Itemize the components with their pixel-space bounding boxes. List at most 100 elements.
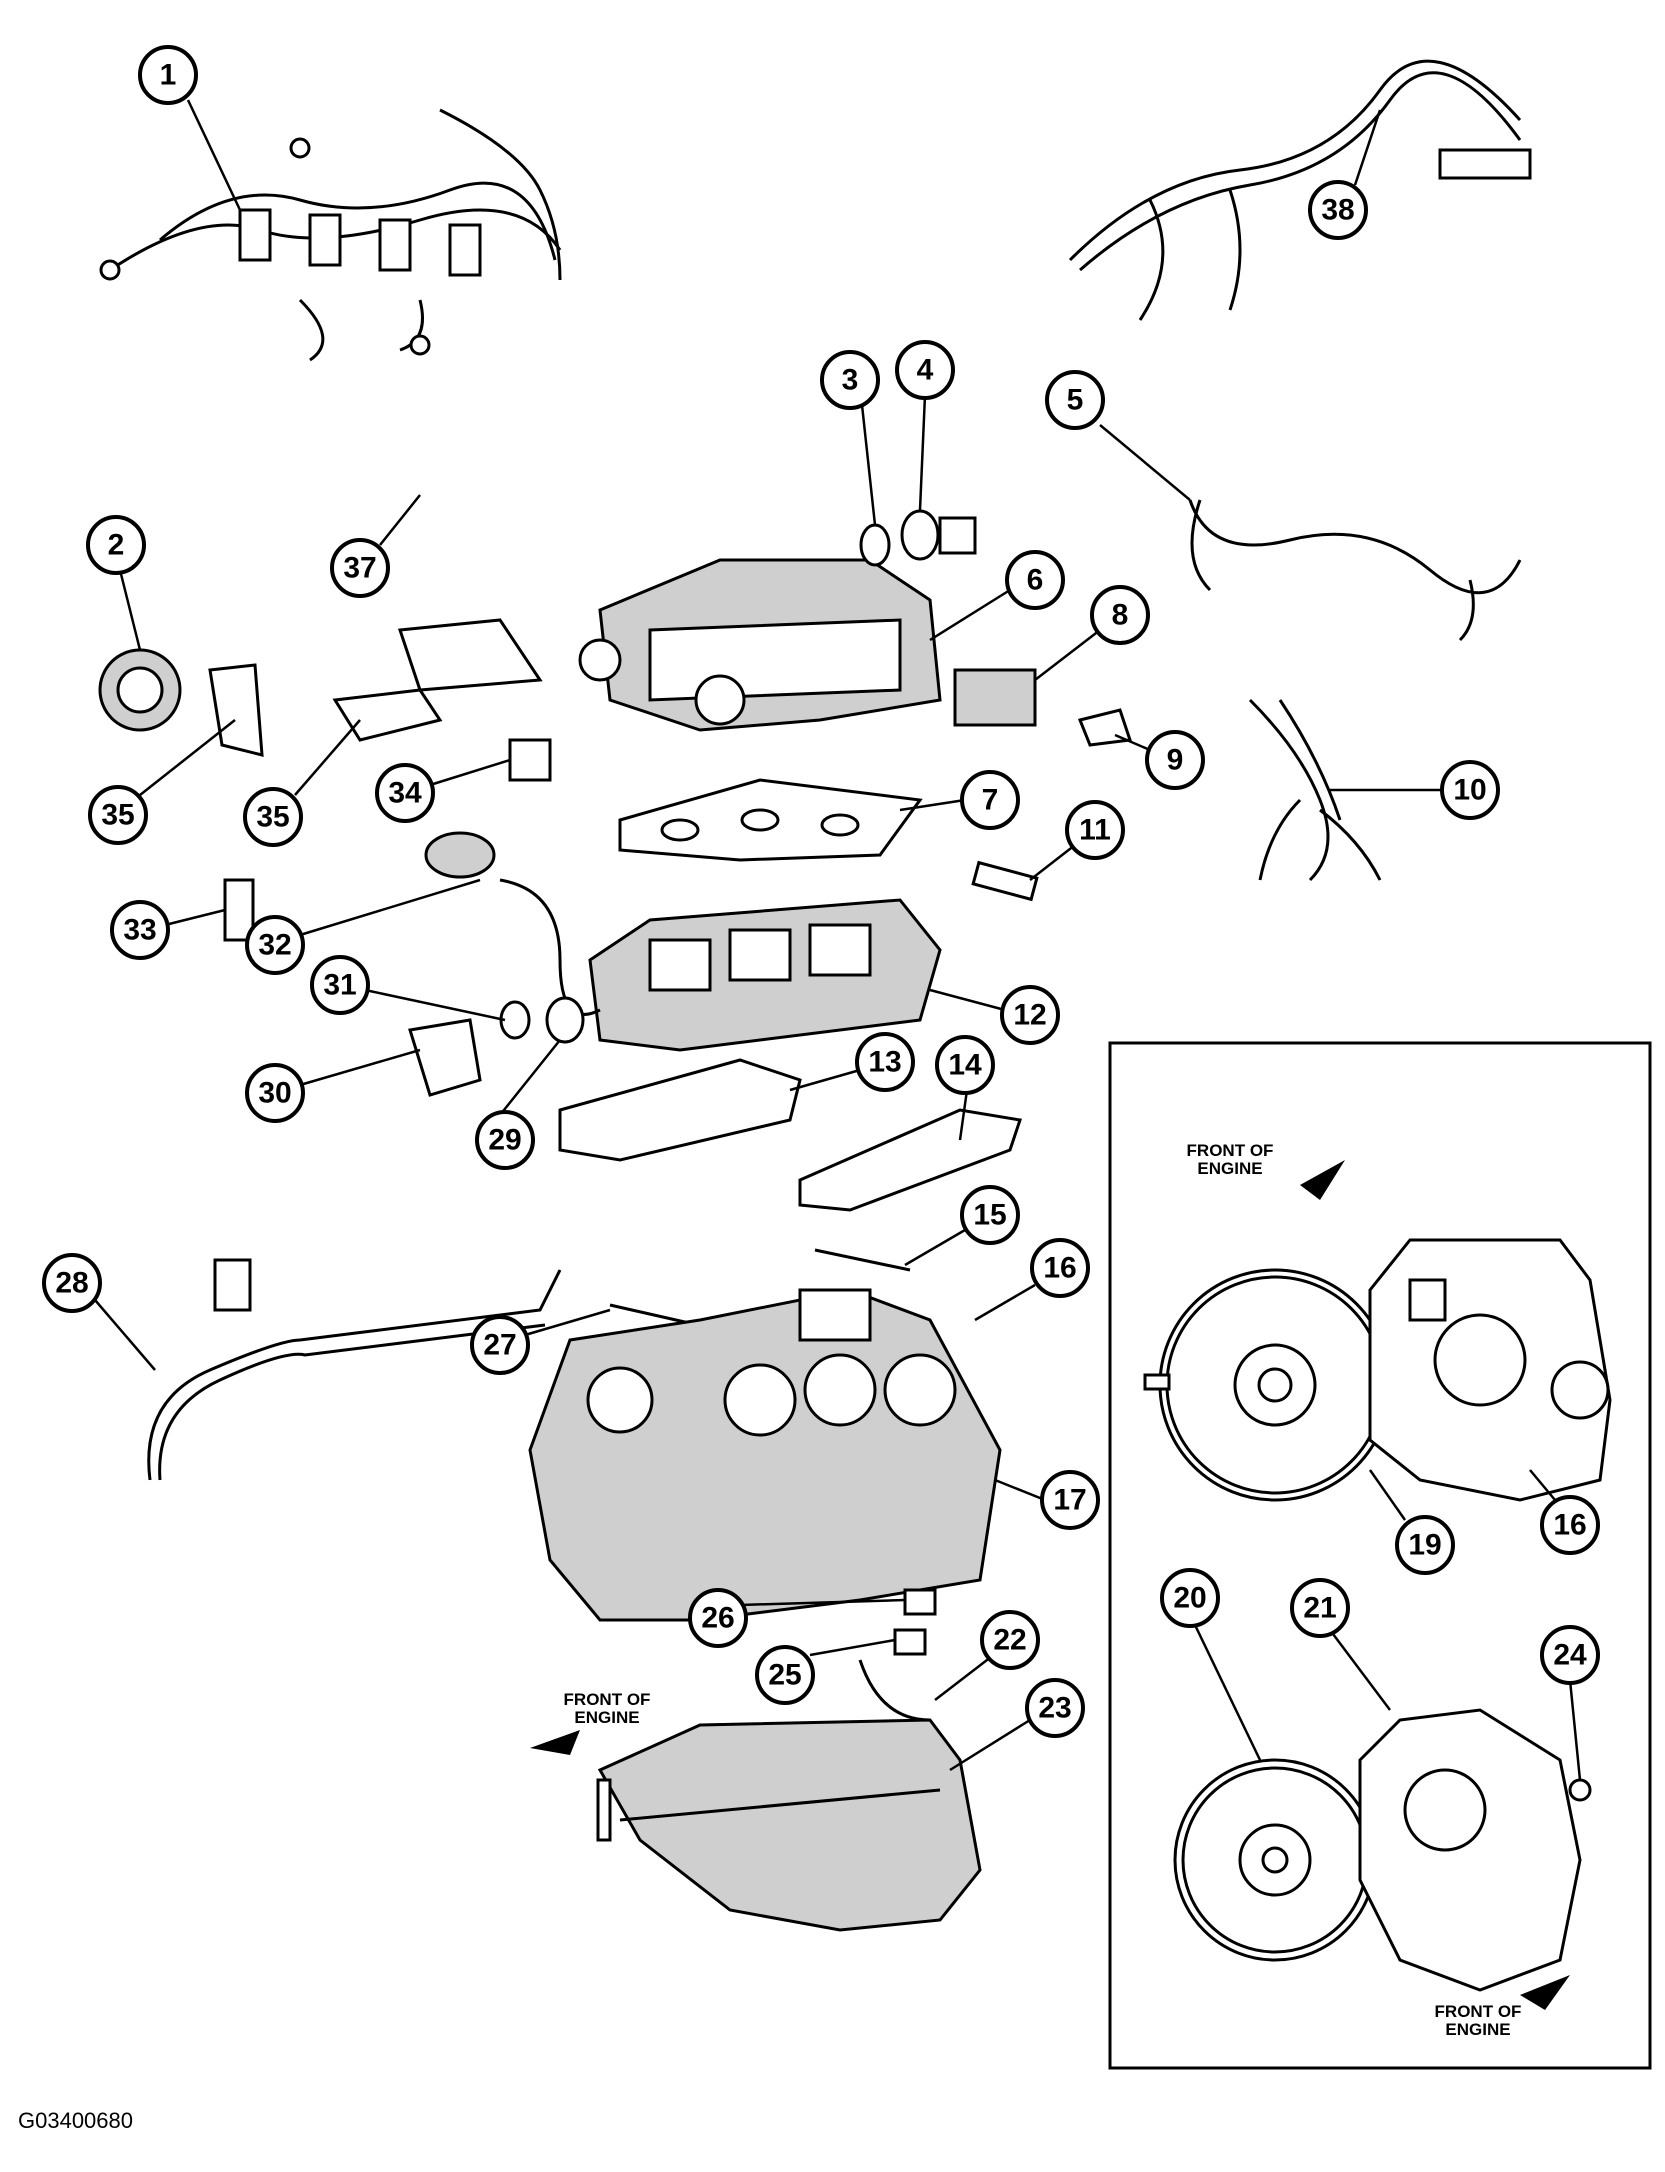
svg-text:3: 3 xyxy=(842,364,859,397)
front-of-engine-line2: ENGINE xyxy=(1445,2020,1510,2039)
svg-text:34: 34 xyxy=(388,777,422,810)
gasket-29 xyxy=(545,996,585,1044)
gasket-14 xyxy=(798,1108,1022,1212)
svg-text:31: 31 xyxy=(323,969,356,1002)
callout-3: 3 xyxy=(820,350,880,526)
svg-text:8: 8 xyxy=(1112,599,1129,632)
svg-text:35: 35 xyxy=(256,801,289,834)
spark-plug-wire-set xyxy=(1068,59,1532,321)
svg-text:20: 20 xyxy=(1173,1582,1206,1615)
callout-29: 29 xyxy=(475,1039,561,1170)
callout-15: 15 xyxy=(904,1185,1020,1267)
bolt-24 xyxy=(1568,1778,1592,1802)
svg-text:1: 1 xyxy=(160,59,177,92)
svg-text:6: 6 xyxy=(1027,564,1044,597)
figure-id-label: G03400680 xyxy=(18,2108,133,2133)
callout-1: 1 xyxy=(138,45,242,211)
svg-text:25: 25 xyxy=(768,1659,801,1692)
front-of-engine-line1: FRONT OF xyxy=(1435,2002,1522,2021)
flexplate-19 xyxy=(1143,1268,1392,1502)
sensor-34 xyxy=(508,738,552,782)
svg-text:10: 10 xyxy=(1453,774,1486,807)
svg-text:23: 23 xyxy=(1038,1692,1071,1725)
callout-12: 12 xyxy=(929,985,1060,1045)
callout-35-left: 35 xyxy=(88,719,236,845)
callout-layer: 1 2 3 4 5 6 7 xyxy=(42,45,1600,1781)
callout-13: 13 xyxy=(789,1032,915,1092)
callout-16: 16 xyxy=(974,1238,1090,1322)
svg-text:4: 4 xyxy=(917,354,934,387)
callout-26: 26 xyxy=(688,1588,906,1648)
callout-33: 33 xyxy=(110,900,226,960)
callout-19: 19 xyxy=(1368,1469,1455,1575)
callout-23: 23 xyxy=(949,1678,1085,1772)
flywheel-inset-frame xyxy=(1108,1041,1652,2070)
lower-intake-manifold xyxy=(588,898,942,1052)
callout-37: 37 xyxy=(330,494,421,598)
intake-manifold-gasket xyxy=(618,778,923,862)
svg-text:30: 30 xyxy=(258,1077,291,1110)
callout-17: 17 xyxy=(994,1470,1100,1530)
svg-text:16: 16 xyxy=(1553,1509,1586,1542)
callout-14: 14 xyxy=(935,1035,995,1141)
svg-text:5: 5 xyxy=(1067,384,1084,417)
svg-text:37: 37 xyxy=(343,552,376,585)
callout-16-inset: 16 xyxy=(1529,1469,1600,1555)
rear-seal-22 xyxy=(858,1659,931,1722)
callout-4: 4 xyxy=(895,340,955,511)
front-of-engine-note-left: FRONT OF ENGINE xyxy=(530,1690,650,1755)
callout-8: 8 xyxy=(1034,585,1150,681)
callout-28: 28 xyxy=(42,1253,156,1371)
svg-text:9: 9 xyxy=(1167,744,1184,777)
svg-text:15: 15 xyxy=(973,1199,1006,1232)
throttle-bracket xyxy=(332,618,543,742)
svg-text:19: 19 xyxy=(1408,1529,1441,1562)
svg-text:28: 28 xyxy=(55,1267,88,1300)
svg-text:2: 2 xyxy=(108,529,125,562)
egr-valve-32 xyxy=(424,831,601,1016)
svg-text:16: 16 xyxy=(1043,1252,1076,1285)
upper-intake-manifold xyxy=(578,558,942,732)
front-of-engine-line2: ENGINE xyxy=(1197,1159,1262,1178)
callout-32: 32 xyxy=(245,878,481,975)
svg-text:38: 38 xyxy=(1321,194,1354,227)
callout-35-center: 35 xyxy=(243,719,361,847)
callout-7: 7 xyxy=(899,770,1020,830)
svg-text:13: 13 xyxy=(868,1046,901,1079)
coolant-tube-28 xyxy=(147,1258,562,1481)
callout-2: 2 xyxy=(86,515,146,651)
component-9 xyxy=(1077,708,1133,747)
front-of-engine-line2: ENGINE xyxy=(574,1708,639,1727)
svg-text:35: 35 xyxy=(101,799,134,832)
callout-20: 20 xyxy=(1160,1568,1262,1761)
callout-31: 31 xyxy=(310,955,506,1022)
egr-gasket-and-valve xyxy=(859,509,977,567)
gasket-15 xyxy=(814,1248,911,1272)
callout-5: 5 xyxy=(1045,370,1191,501)
svg-text:22: 22 xyxy=(993,1624,1026,1657)
callout-21: 21 xyxy=(1290,1578,1391,1711)
callout-22: 22 xyxy=(934,1610,1040,1701)
svg-text:32: 32 xyxy=(258,929,291,962)
component-26 xyxy=(903,1588,937,1616)
front-of-engine-line1: FRONT OF xyxy=(564,1690,651,1709)
callout-30: 30 xyxy=(245,1048,421,1123)
svg-text:12: 12 xyxy=(1013,999,1046,1032)
callout-6: 6 xyxy=(929,550,1065,642)
svg-text:29: 29 xyxy=(488,1124,521,1157)
callout-27: 27 xyxy=(470,1308,611,1375)
front-of-engine-arrow-icon xyxy=(530,1730,580,1755)
engine-rear-plate-21 xyxy=(1358,1708,1582,1992)
callout-38: 38 xyxy=(1308,109,1382,240)
callout-24: 24 xyxy=(1540,1625,1600,1781)
svg-text:11: 11 xyxy=(1079,814,1111,847)
thermostat-31 xyxy=(499,1000,531,1040)
callout-34: 34 xyxy=(375,758,511,823)
engine-block xyxy=(528,1288,1002,1622)
callout-11: 11 xyxy=(1029,800,1125,881)
svg-text:33: 33 xyxy=(123,914,156,947)
svg-text:24: 24 xyxy=(1553,1639,1587,1672)
svg-text:7: 7 xyxy=(982,784,999,817)
lower-intake-gasket-13 xyxy=(558,1058,802,1162)
